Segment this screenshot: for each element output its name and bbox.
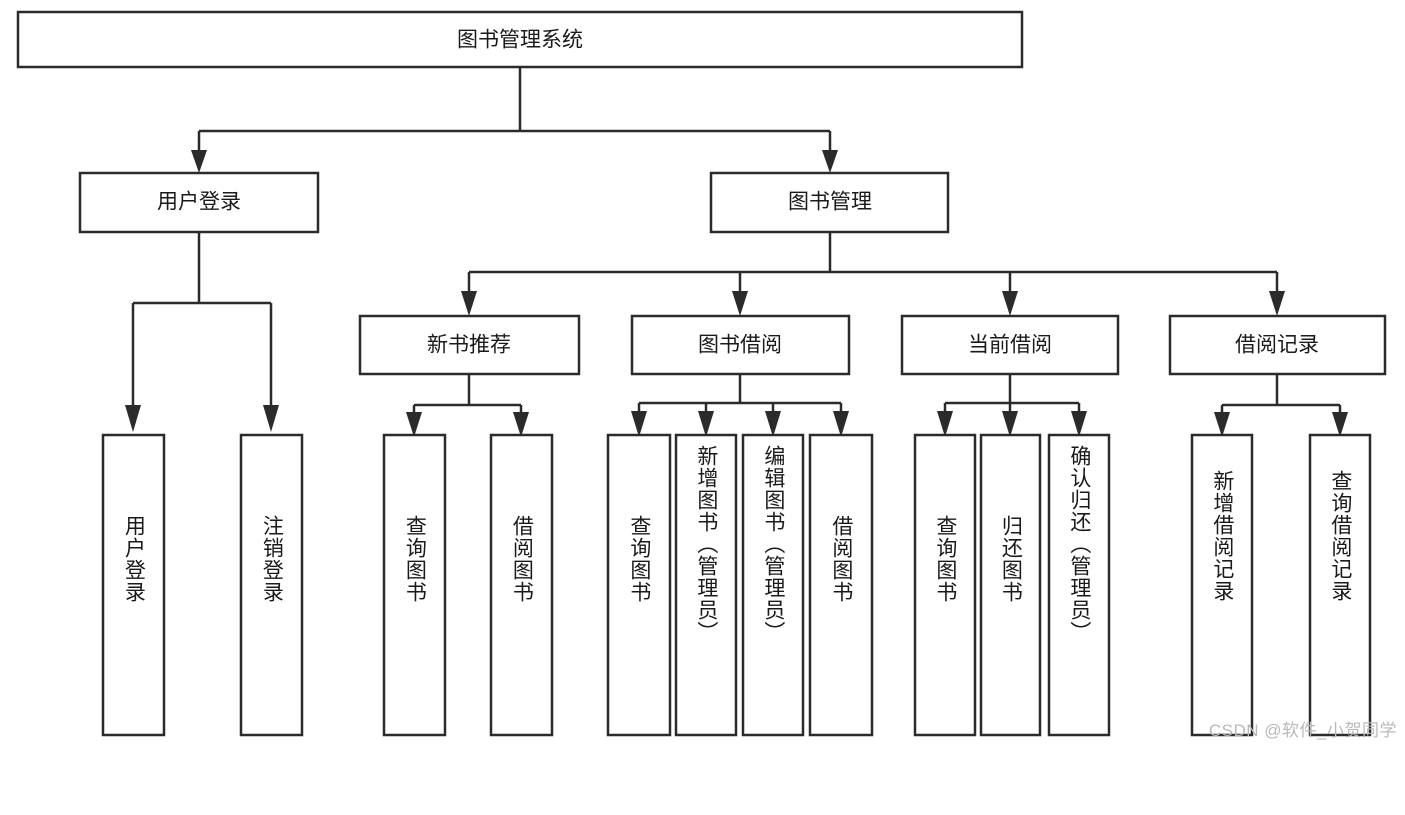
connector-group-borrow-record [1214, 374, 1348, 437]
leaf-box-edit-book-admin[interactable] [741, 433, 805, 737]
arrow-bm-to-borrow [732, 291, 748, 316]
leaf-box-query-book-3[interactable] [913, 433, 977, 737]
leaf-box-add-book-admin[interactable] [674, 433, 738, 737]
arrow-bm-to-record [1269, 291, 1285, 316]
connector-group-user-login [125, 232, 279, 432]
arrow-root-to-book-manage [822, 150, 838, 173]
node-label-user-login: 用户登录 [157, 191, 241, 214]
arrow-user-login-to-leaf2 [263, 405, 279, 432]
arrow-borrow-to-leaf3 [765, 411, 781, 437]
node-box-book-borrow[interactable] [630, 314, 851, 376]
arrow-current-to-leaf2 [1002, 411, 1018, 437]
arrow-record-to-leaf2 [1332, 412, 1348, 437]
node-box-user-login[interactable] [78, 171, 320, 234]
arrow-user-login-to-leaf1 [125, 405, 141, 432]
node-box-new-book-rec[interactable] [358, 314, 581, 376]
node-label-borrow-record: 借阅记录 [1235, 334, 1319, 357]
connector-group-new-book-rec [406, 374, 529, 437]
node-box-book-manage[interactable] [709, 171, 950, 234]
tree-diagram-svg: 图书管理系统 用户登录 图书管理 新书推荐 图书借阅 当前借阅 借阅记录 [16, 10, 1387, 737]
leaf-box-borrow-book-2[interactable] [808, 433, 874, 737]
node-box-borrow-record[interactable] [1168, 314, 1387, 376]
node-box-root[interactable] [16, 10, 1024, 69]
arrow-borrow-to-leaf1 [631, 411, 647, 437]
node-label-book-manage: 图书管理 [788, 191, 872, 214]
connector-group-book-borrow [631, 374, 849, 437]
arrow-newbook-to-leaf1 [406, 412, 422, 437]
arrow-current-to-leaf3 [1071, 411, 1087, 437]
node-label-book-borrow: 图书借阅 [698, 334, 782, 357]
leaf-box-add-record[interactable] [1190, 433, 1254, 737]
arrow-borrow-to-leaf4 [833, 411, 849, 437]
leaf-box-user-login[interactable] [101, 433, 166, 737]
arrow-bm-to-current [1002, 291, 1018, 316]
arrow-record-to-leaf1 [1214, 412, 1230, 437]
leaf-box-query-book-1[interactable] [382, 433, 447, 737]
node-label-root: 图书管理系统 [457, 29, 583, 52]
arrow-newbook-to-leaf2 [513, 412, 529, 437]
csdn-watermark: CSDN @软件_小贺同学 [1208, 721, 1397, 740]
arrow-bm-to-newbook [461, 291, 477, 316]
diagram-canvas: 图书管理系统 用户登录 图书管理 新书推荐 图书借阅 当前借阅 借阅记录 用户登… [16, 10, 1397, 740]
arrow-current-to-leaf1 [937, 411, 953, 437]
leaf-box-query-book-2[interactable] [606, 433, 672, 737]
node-box-current-borrow[interactable] [900, 314, 1120, 376]
arrow-borrow-to-leaf2 [698, 411, 714, 437]
arrow-root-to-user-login [191, 150, 207, 173]
leaf-box-logout[interactable] [239, 433, 304, 737]
connector-group-current-borrow [937, 374, 1087, 437]
connector-group-root [191, 67, 838, 173]
leaf-box-confirm-return-admin[interactable] [1047, 433, 1111, 737]
node-label-current-borrow: 当前借阅 [968, 334, 1052, 357]
node-label-new-book-rec: 新书推荐 [427, 334, 511, 357]
leaf-box-return-book[interactable] [979, 433, 1042, 737]
leaf-box-borrow-book-1[interactable] [489, 433, 554, 737]
connector-group-book-manage [461, 232, 1285, 316]
leaf-box-query-record[interactable] [1308, 433, 1372, 737]
